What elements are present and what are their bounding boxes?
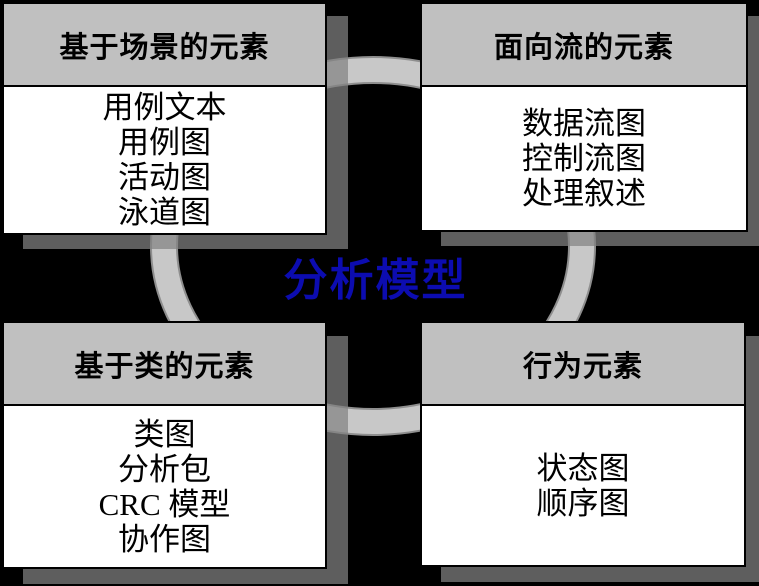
panel-flow-oriented-elements: 面向流的元素 数据流图 控制流图 处理叙述 (420, 2, 748, 232)
panel-item: 协作图 (118, 521, 211, 557)
panel-item: 状态图 (536, 450, 630, 486)
center-title: 分析模型 (283, 256, 468, 305)
panel-header: 基于类的元素 (4, 323, 325, 406)
panel-item: 活动图 (118, 160, 211, 195)
panel-item: 分析包 (118, 451, 211, 487)
panel-item: CRC 模型 (98, 486, 231, 522)
panel-body: 用例文本 用例图 活动图 泳道图 (4, 87, 325, 233)
panel-class-based-elements: 基于类的元素 类图 分析包 CRC 模型 协作图 (2, 321, 327, 569)
panel-item: 控制流图 (522, 141, 646, 176)
panel-body: 数据流图 控制流图 处理叙述 (422, 87, 746, 230)
panel-item: 类图 (133, 416, 196, 452)
panel-header: 行为元素 (422, 323, 744, 406)
panel-item: 用例图 (118, 125, 211, 160)
panel-item: 用例文本 (102, 90, 227, 125)
panel-item: 处理叙述 (522, 176, 646, 211)
panel-header: 面向流的元素 (422, 4, 746, 87)
panel-item: 顺序图 (536, 485, 630, 521)
panel-body: 状态图 顺序图 (422, 406, 744, 565)
panel-item: 泳道图 (118, 195, 211, 230)
panel-body: 类图 分析包 CRC 模型 协作图 (4, 406, 325, 567)
panel-behavioral-elements: 行为元素 状态图 顺序图 (420, 321, 746, 567)
panel-item: 数据流图 (522, 106, 646, 141)
panel-scenario-based-elements: 基于场景的元素 用例文本 用例图 活动图 泳道图 (2, 2, 327, 235)
panel-header: 基于场景的元素 (4, 4, 325, 87)
